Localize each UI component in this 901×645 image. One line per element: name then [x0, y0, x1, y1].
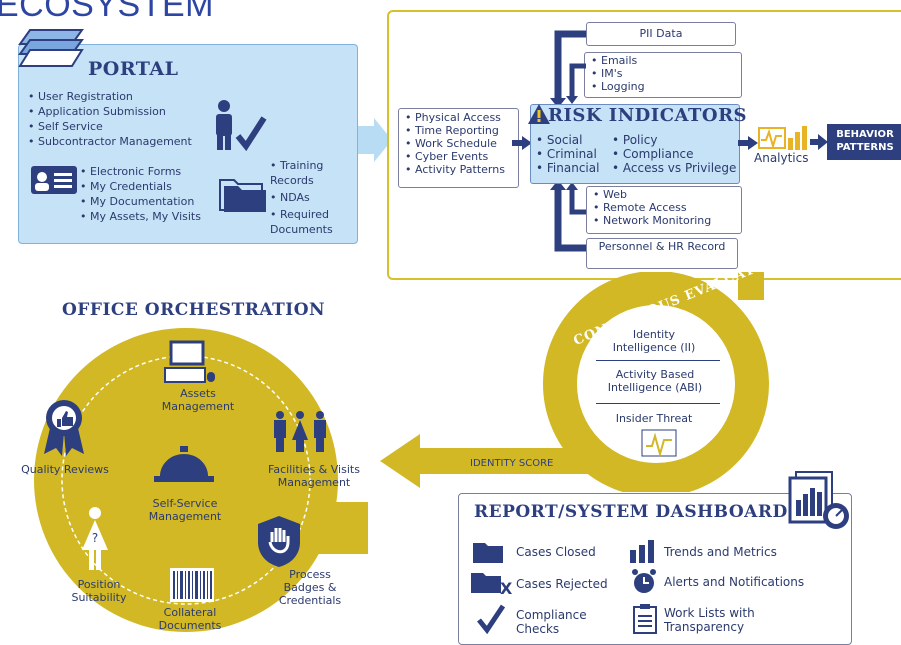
facilities-people-icon — [274, 411, 326, 452]
list-item: Self Service — [28, 119, 192, 134]
analytics-label: Analytics — [754, 151, 809, 165]
behavior-patterns-badge: BEHAVIOR PATTERNS — [827, 124, 901, 160]
pii-box: PII Data — [586, 22, 736, 46]
assets-management: Assets Management — [161, 387, 235, 413]
process-badges: Process Badges & Credentials — [278, 568, 342, 607]
collateral-documents: Collateral Documents — [158, 606, 222, 632]
personnel-box: Personnel & HR Record — [586, 238, 738, 269]
folder-closed-icon — [473, 543, 503, 563]
divider — [596, 360, 720, 361]
folder-icon — [219, 179, 266, 212]
divider — [596, 403, 720, 404]
worklist-icon — [633, 604, 657, 634]
portal-title: PORTAL — [88, 58, 179, 80]
list-item: Electronic Forms — [80, 164, 201, 179]
list-item: Policy — [612, 133, 736, 147]
comms-box: Emails IM's Logging — [584, 52, 742, 98]
work-lists: Work Lists with Transparency — [664, 606, 755, 634]
list-item: My Credentials — [80, 179, 201, 194]
self-service-management: Self-Service Management — [148, 497, 222, 523]
dashboard-chart-icon — [788, 471, 849, 529]
connector-arrows — [550, 30, 586, 252]
page-title: ECOSYSTEM — [0, 0, 214, 24]
list-item: Compliance — [612, 147, 736, 161]
computer-icon — [164, 340, 215, 383]
cases-rejected: Cases Rejected — [516, 577, 608, 591]
user-check-icon — [216, 100, 267, 152]
list-item: Application Submission — [28, 104, 192, 119]
alarm-clock-icon — [632, 569, 656, 593]
svg-text:?: ? — [92, 531, 98, 545]
list-item: Social — [536, 133, 599, 147]
list-item: My Assets, My Visits — [80, 209, 201, 224]
barcode-icon — [170, 568, 214, 602]
network-box: Web Remote Access Network Monitoring — [586, 186, 742, 234]
trends-bars-icon — [630, 540, 654, 563]
warning-icon — [528, 104, 550, 124]
analytics-icon — [758, 126, 807, 150]
alerts-notifications: Alerts and Notifications — [664, 575, 805, 589]
list-item: Subcontractor Management — [28, 134, 192, 149]
cases-closed: Cases Closed — [516, 545, 596, 559]
compliance-checks: Compliance Checks — [516, 608, 587, 636]
portal-to-sources-arrow — [352, 118, 392, 162]
svg-text:X: X — [500, 579, 512, 596]
dashboard-title: REPORT/SYSTEM DASHBOARD — [474, 502, 788, 522]
list-item: Physical Access — [405, 111, 516, 124]
sources-arrow — [512, 136, 532, 150]
risk-col2: Policy Compliance Access vs Privilege — [612, 133, 737, 175]
list-item: Logging — [591, 80, 739, 93]
list-item: Activity Patterns — [405, 163, 516, 176]
identity-intelligence: Identity Intelligence (II) — [612, 328, 696, 354]
facilities-visits: Facilities & Visits Management — [268, 463, 360, 489]
list-item: Web — [593, 188, 739, 201]
risk-to-analytics-arrow — [738, 136, 758, 150]
list-item: Network Monitoring — [593, 214, 739, 227]
person-question-icon: ? — [82, 507, 108, 570]
sources-box: Physical Access Time Reporting Work Sche… — [398, 108, 519, 188]
insider-threat: Insider Threat — [615, 412, 693, 425]
quality-ribbon-icon — [44, 400, 84, 456]
list-item: Remote Access — [593, 201, 739, 214]
id-card-icon — [31, 166, 77, 194]
list-item: Time Reporting — [405, 124, 516, 137]
portal-stack-icon — [18, 29, 84, 67]
list-item: Work Schedule — [405, 137, 516, 150]
portal-mid-list: Electronic Forms My Credentials My Docum… — [80, 164, 201, 224]
checkmark-icon — [477, 604, 506, 634]
risk-indicators-title: RISK INDICATORS — [548, 105, 748, 126]
list-item: Financial — [536, 161, 600, 175]
office-title: OFFICE ORCHESTRATION — [62, 300, 326, 320]
continuous-evaluation-ring — [380, 272, 769, 492]
position-suitability: Position Suitability — [71, 578, 127, 604]
list-item: Criminal — [536, 147, 599, 161]
activity-based-intelligence: Activity Based Intelligence (ABI) — [607, 368, 703, 394]
list-item: Cyber Events — [405, 150, 516, 163]
folder-rejected-icon: X — [471, 573, 512, 596]
portal-top-list: User Registration Application Submission… — [28, 89, 192, 149]
list-item: Required Documents — [270, 207, 360, 237]
identity-score-label: IDENTITY SCORE — [470, 458, 554, 469]
badge-hand-icon — [258, 516, 300, 567]
list-item: Access vs Privilege — [612, 161, 737, 175]
portal-right-list: Training Records NDAs Required Documents — [270, 158, 360, 237]
analytics-to-behavior-arrow — [810, 134, 828, 150]
list-item: Training Records — [270, 158, 360, 188]
service-bell-icon — [154, 446, 214, 482]
quality-reviews: Quality Reviews — [21, 463, 109, 476]
list-item: My Documentation — [80, 194, 201, 209]
list-item: IM's — [591, 67, 739, 80]
trends-metrics: Trends and Metrics — [664, 545, 777, 559]
list-item: Emails — [591, 54, 739, 67]
list-item: User Registration — [28, 89, 192, 104]
list-item: NDAs — [270, 190, 360, 205]
risk-col1: Social Criminal Financial — [536, 133, 600, 175]
